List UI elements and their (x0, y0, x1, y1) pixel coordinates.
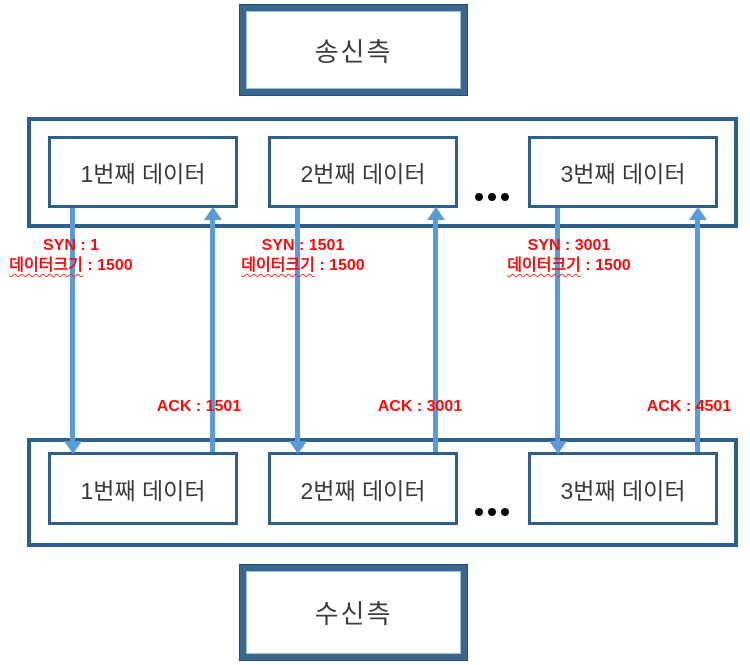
data-size-word: 데이터크기 (9, 257, 83, 274)
ellipsis-dots-top (475, 193, 509, 201)
sender-data-box-2: 2번째 데이터 (268, 136, 458, 208)
syn-arrow-down-1 (70, 208, 75, 441)
syn-arrow-down-2 (295, 208, 300, 441)
sender-box: 송신측 (240, 5, 467, 95)
ack-arrow-up-2 (433, 220, 438, 452)
ack-arrow-up-3 (695, 220, 700, 452)
data-size-line: 데이터크기 : 1500 (459, 256, 679, 276)
receiver-data-box-1-label: 1번째 데이터 (80, 477, 206, 504)
ack-annotation-2: ACK : 3001 (377, 398, 463, 415)
data-size-line: 데이터크기 : 1500 (0, 256, 181, 276)
dot (475, 193, 483, 201)
sender-data-box-1-label: 1번째 데이터 (80, 161, 206, 187)
sender-data-box-3-label: 3번째 데이터 (560, 161, 686, 187)
syn-annotation-1: SYN : 1 데이터크기 : 1500 (0, 236, 181, 276)
receiver-data-box-2-label: 2번째 데이터 (300, 477, 426, 504)
syn-value: SYN : 3001 (527, 237, 611, 254)
data-size-value: : 1500 (82, 257, 133, 274)
ellipsis-dots-bottom (475, 508, 509, 516)
receiver-box: 수신측 (240, 565, 467, 660)
ack-annotation-3: ACK : 4501 (646, 398, 732, 415)
receiver-data-box-3-label: 3번째 데이터 (560, 477, 686, 504)
dot (501, 508, 509, 516)
sender-data-box-2-label: 2번째 데이터 (300, 161, 426, 187)
syn-arrow-down-3 (555, 208, 560, 441)
sender-label: 송신측 (314, 36, 393, 67)
dot (488, 508, 496, 516)
syn-annotation-2: SYN : 1501 데이터크기 : 1500 (193, 236, 413, 276)
dot (488, 193, 496, 201)
sender-data-box-1: 1번째 데이터 (48, 136, 238, 208)
ack-annotation-1: ACK : 1501 (156, 398, 242, 415)
data-size-value: : 1500 (314, 257, 365, 274)
receiver-data-box-2: 2번째 데이터 (268, 452, 458, 525)
data-size-value: : 1500 (580, 257, 631, 274)
data-size-word: 데이터크기 (507, 257, 581, 274)
receiver-label: 수신측 (314, 599, 393, 629)
syn-value: SYN : 1 (42, 237, 99, 254)
receiver-data-box-1: 1번째 데이터 (48, 452, 238, 525)
sender-data-box-3: 3번째 데이터 (528, 136, 718, 208)
receiver-data-box-3: 3번째 데이터 (528, 452, 718, 525)
syn-value: SYN : 1501 (261, 237, 345, 254)
dot (501, 193, 509, 201)
data-size-word: 데이터크기 (241, 257, 315, 274)
data-size-line: 데이터크기 : 1500 (193, 256, 413, 276)
syn-annotation-3: SYN : 3001 데이터크기 : 1500 (459, 236, 679, 276)
dot (475, 508, 483, 516)
ack-arrow-up-1 (210, 220, 215, 452)
